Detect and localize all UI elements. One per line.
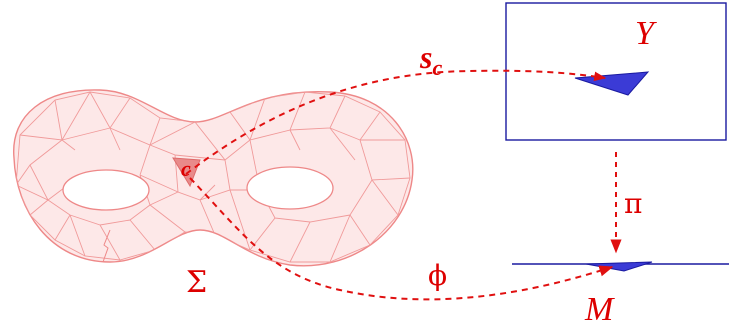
- surface-sigma: [13, 89, 414, 267]
- base-space: [512, 261, 729, 272]
- surface-hole-right: [246, 166, 334, 210]
- label-total-space-y: Y: [635, 15, 657, 52]
- base-image-patch: [585, 261, 653, 272]
- label-section-s: sc: [419, 39, 442, 80]
- label-cell-c: c: [181, 156, 191, 181]
- section-image-patch: [574, 71, 650, 96]
- label-section-s-main: s: [419, 39, 432, 75]
- label-sigma: Σ: [186, 265, 207, 300]
- surface-hole-left: [62, 169, 150, 211]
- section-arrow: [185, 69, 607, 175]
- map-arrow: [189, 177, 614, 301]
- label-base-m: M: [584, 291, 615, 328]
- total-space-box: [505, 2, 727, 141]
- label-map-phi: ϕ: [428, 259, 447, 292]
- label-projection-pi: π: [624, 187, 642, 220]
- cell-c-triangle: [172, 157, 201, 188]
- label-section-s-sub: c: [432, 55, 442, 80]
